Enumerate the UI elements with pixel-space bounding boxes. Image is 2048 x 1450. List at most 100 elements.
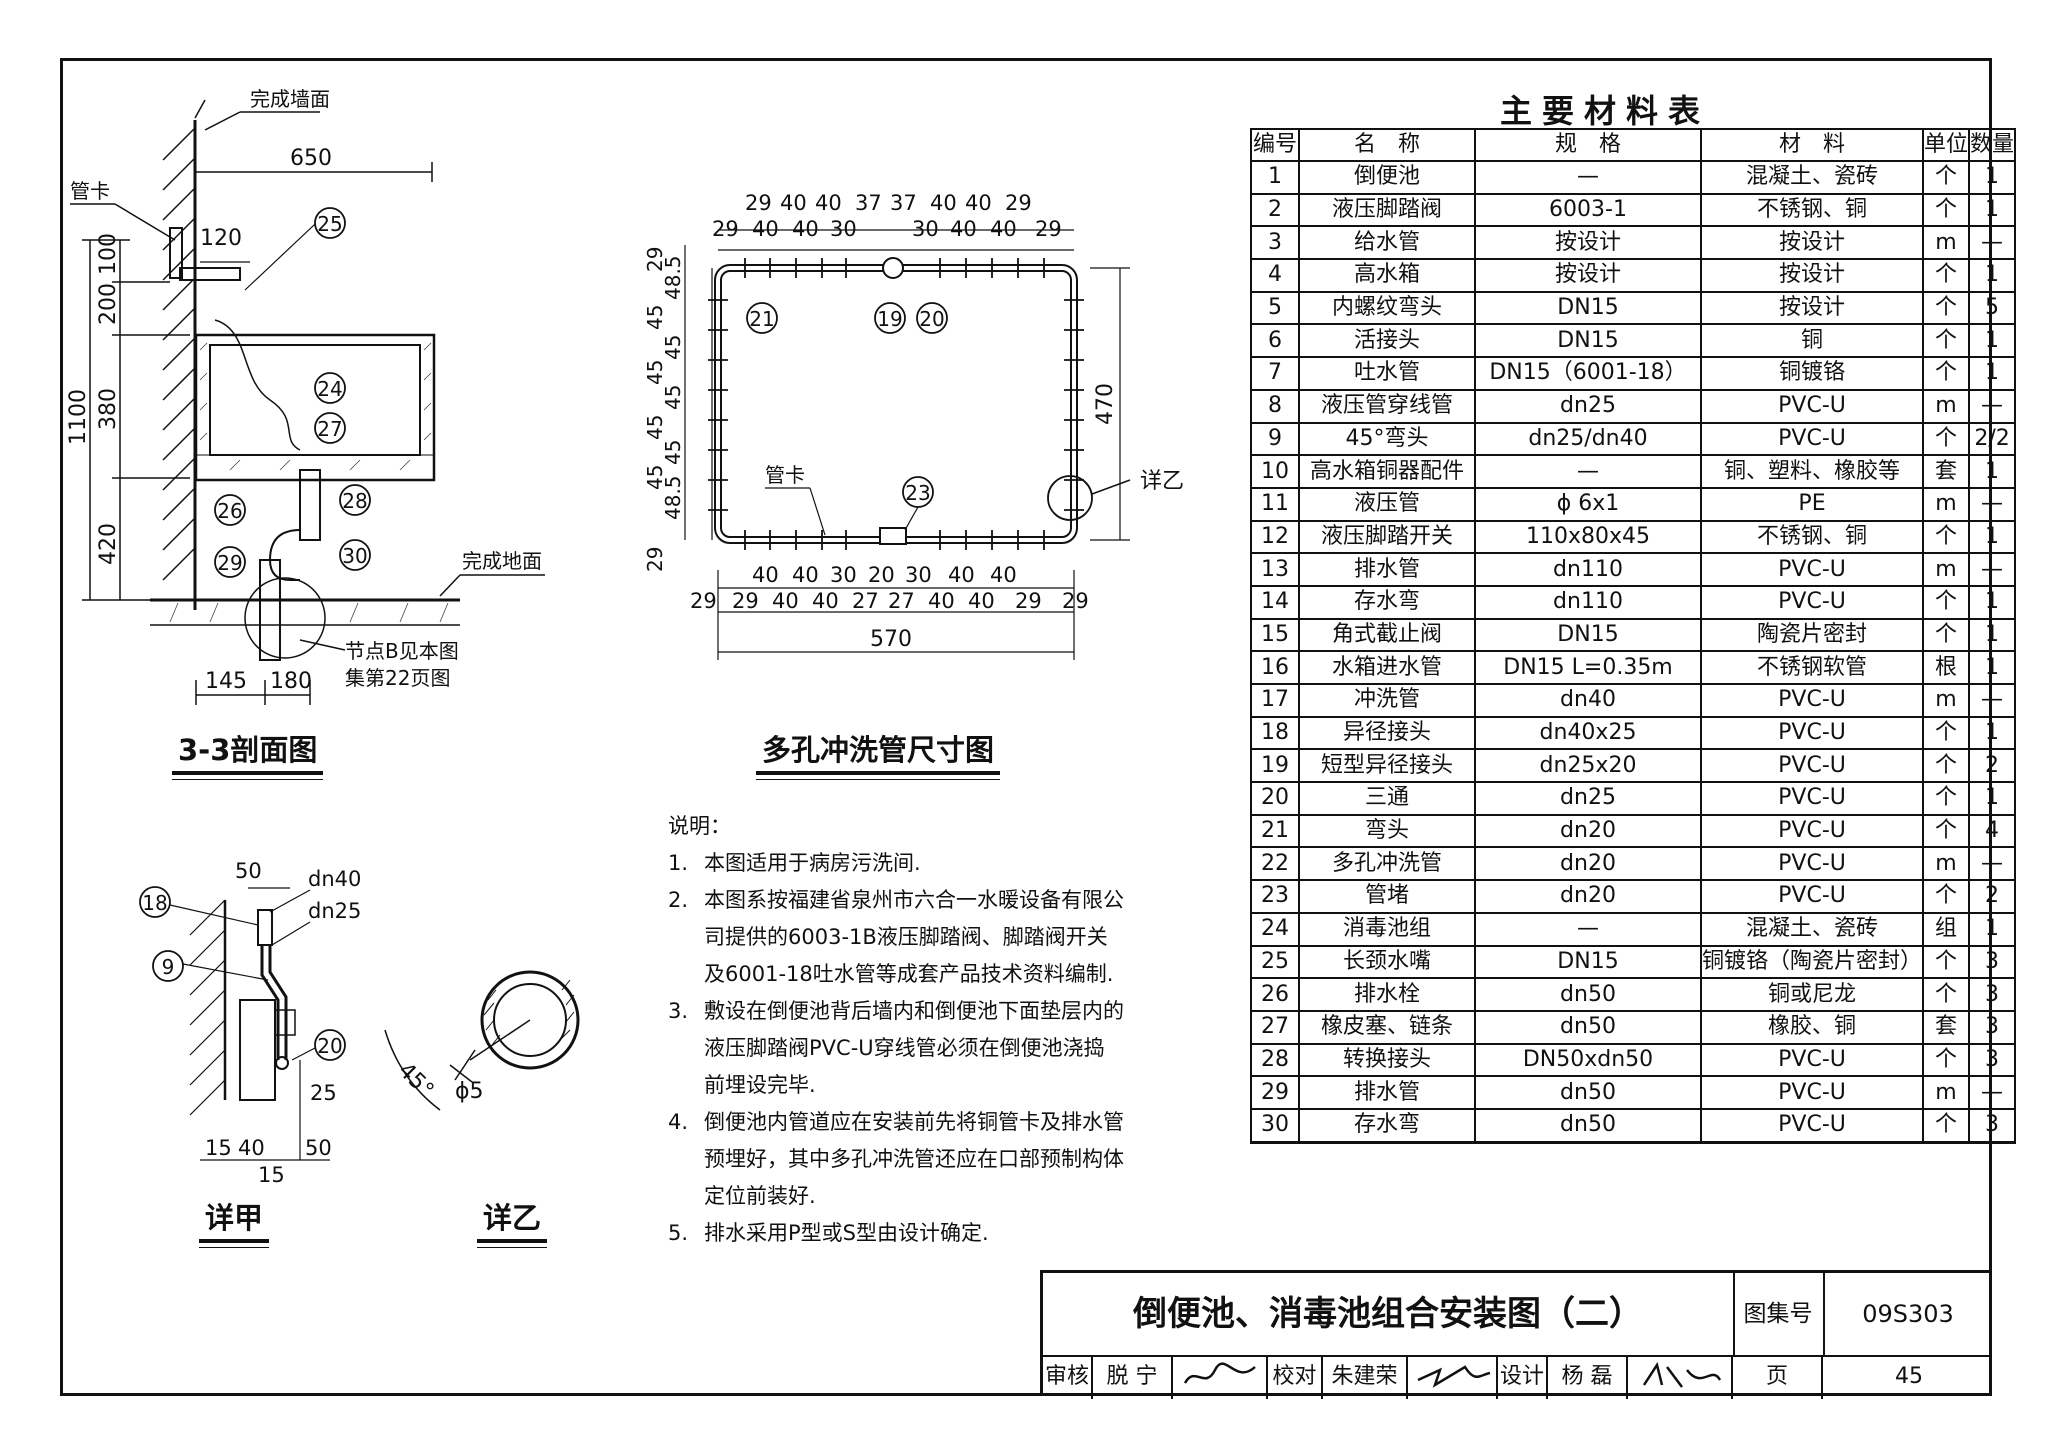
cell-no: 11 (1250, 486, 1300, 522)
cell-no: 6 (1250, 323, 1300, 359)
cell-name: 液压脚踏开关 (1298, 519, 1476, 555)
cell-no: 4 (1250, 258, 1300, 293)
cell-no: 24 (1250, 911, 1300, 947)
cell-no: 10 (1250, 454, 1300, 489)
atlas-no: 09S303 (1862, 1300, 1954, 1328)
cell-material: PVC-U (1699, 683, 1925, 718)
cell-qty: 2 (1968, 879, 2017, 914)
cell-unit: 个 (1922, 977, 1971, 1012)
cell-no: 18 (1250, 715, 1300, 751)
cell-spec: 6003-1 (1474, 192, 1702, 228)
cell-qty: — (1968, 552, 2017, 587)
cell-spec: dn50 (1474, 1075, 1702, 1110)
cell-material: PE (1699, 486, 1925, 522)
cell-name: 三通 (1298, 781, 1476, 816)
cell-no: 12 (1250, 519, 1300, 555)
cell-name: 橡皮塞、链条 (1298, 1009, 1476, 1045)
cell-unit: 个 (1922, 715, 1971, 751)
cell-spec: — (1474, 454, 1702, 489)
cell-spec: dn25 (1474, 388, 1702, 424)
cell-qty: 3 (1968, 944, 2017, 980)
cell-unit: m (1922, 486, 1971, 522)
bottom-dims-row1: 40 40 30 20 30 40 40 (752, 563, 1017, 587)
svg-text:29: 29 (643, 547, 667, 572)
cell-no: 23 (1250, 879, 1300, 914)
cell-no: 14 (1250, 584, 1300, 620)
detail-a-dim-50-top: 50 (235, 859, 262, 883)
cell-spec: dn20 (1474, 813, 1702, 849)
svg-text:40: 40 (812, 589, 839, 613)
callout-9: 9 (162, 955, 175, 979)
materials-table-title: 主要材料表 (1500, 92, 1711, 130)
cell-spec: 按设计 (1474, 225, 1702, 261)
reviewer-signature (1173, 1355, 1268, 1399)
detail-a-dim-25: 25 (310, 1081, 337, 1105)
cell-material: PVC-U (1699, 388, 1925, 424)
cell-name: 高水箱铜器配件 (1298, 454, 1476, 489)
detail-b-ref: 详乙 (1140, 469, 1184, 494)
top-dims-row2: 29 40 40 30 30 40 40 29 (712, 217, 1062, 241)
cell-name: 长颈水嘴 (1298, 944, 1476, 980)
cell-spec: DN15（6001-18） (1474, 356, 1702, 391)
cell-material: 铜、塑料、橡胶等 (1699, 454, 1925, 489)
cell-unit: 个 (1922, 160, 1971, 195)
svg-text:29: 29 (1035, 217, 1062, 241)
dim-570: 570 (870, 627, 912, 652)
svg-text:45: 45 (661, 440, 685, 465)
cell-name: 排水栓 (1298, 977, 1476, 1012)
cell-material: PVC-U (1699, 552, 1925, 587)
notes: 说明： 1.本图适用于病房污洗间.2.本图系按福建省泉州市六合一水暖设备有限公司… (668, 808, 1124, 1252)
svg-text:30: 30 (905, 563, 932, 587)
callout-19: 19 (877, 307, 902, 331)
callout-20-detail: 20 (317, 1034, 342, 1058)
cell-material: 陶瓷片密封 (1699, 617, 1925, 653)
cell-material: PVC-U (1699, 1075, 1925, 1110)
cell-no: 9 (1250, 421, 1300, 457)
cell-unit: m (1922, 1075, 1971, 1110)
materials-header-row: 编号 名 称 规 格 材 料 单位 数量 (1250, 128, 2017, 162)
cell-no: 20 (1250, 781, 1300, 816)
dim-1100: 1100 (66, 389, 91, 445)
cell-spec: DN15 (1474, 944, 1702, 980)
cell-name: 弯头 (1298, 813, 1476, 849)
cell-material: PVC-U (1699, 715, 1925, 751)
svg-text:29: 29 (1015, 589, 1042, 613)
cell-name: 活接头 (1298, 323, 1476, 359)
cell-unit: 个 (1922, 781, 1971, 816)
svg-text:29: 29 (1005, 191, 1032, 215)
cell-no: 8 (1250, 388, 1300, 424)
cell-spec: dn110 (1474, 552, 1702, 587)
cell-name: 水箱进水管 (1298, 650, 1476, 685)
checker-name: 朱建荣 (1323, 1355, 1408, 1399)
callout-29: 29 (217, 551, 242, 575)
dim-200: 200 (96, 283, 121, 325)
callout-25: 25 (317, 212, 342, 236)
cell-unit: 个 (1922, 258, 1971, 293)
cell-name: 排水管 (1298, 1075, 1476, 1110)
note-item: 2. 本图系按福建省泉州市六合一水暖设备有限公司提供的6003-1B液压脚踏阀、脚… (668, 882, 1124, 993)
design-label: 设计 (1498, 1355, 1548, 1399)
dim-145: 145 (205, 669, 247, 694)
wall-finish-label: 完成墙面 (250, 87, 330, 111)
note-number: 2. (668, 888, 689, 912)
callout-26: 26 (217, 499, 242, 523)
cell-spec: dn110 (1474, 584, 1702, 620)
cell-qty: 4 (1968, 813, 2017, 849)
cell-qty: — (1968, 1075, 2017, 1110)
note-text: 本图系按福建省泉州市六合一水暖设备有限公司提供的6003-1B液压脚踏阀、脚踏阀… (704, 888, 1124, 986)
